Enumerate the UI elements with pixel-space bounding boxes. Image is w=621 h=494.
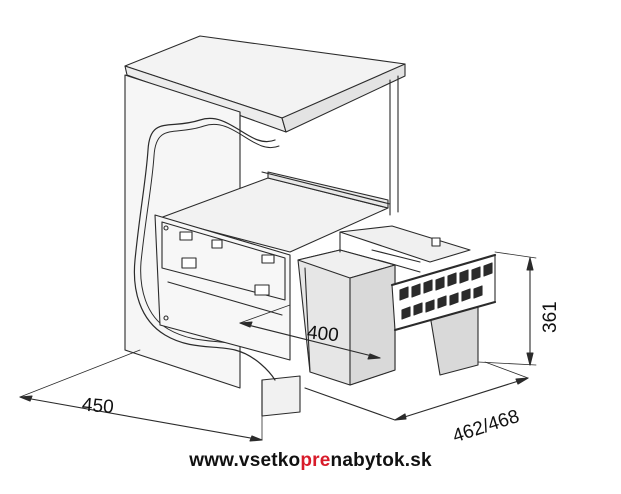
large-bin — [297, 249, 396, 386]
dimension-width — [19, 349, 263, 442]
url-prefix: www.vsetko — [189, 450, 301, 471]
rear-bin — [339, 225, 471, 273]
url-suffix: nabytok.sk — [330, 450, 432, 471]
width-label: 450 — [81, 394, 114, 418]
dimension-height — [477, 251, 537, 366]
countertop — [124, 35, 406, 133]
dimension-depth — [304, 361, 529, 421]
drawer-front — [154, 214, 291, 361]
drawer-frame — [159, 171, 391, 253]
url-accent: pre — [300, 450, 331, 471]
drain-hose — [133, 117, 280, 381]
depth-label: 462/468 — [450, 406, 522, 447]
height-label: 361 — [540, 301, 561, 333]
dimension-drawer — [239, 304, 381, 360]
drawer-label: 400 — [306, 322, 340, 346]
lattice-organizer — [390, 253, 497, 332]
website-url[interactable]: www.vsetkoprenabytok.sk — [0, 450, 621, 472]
